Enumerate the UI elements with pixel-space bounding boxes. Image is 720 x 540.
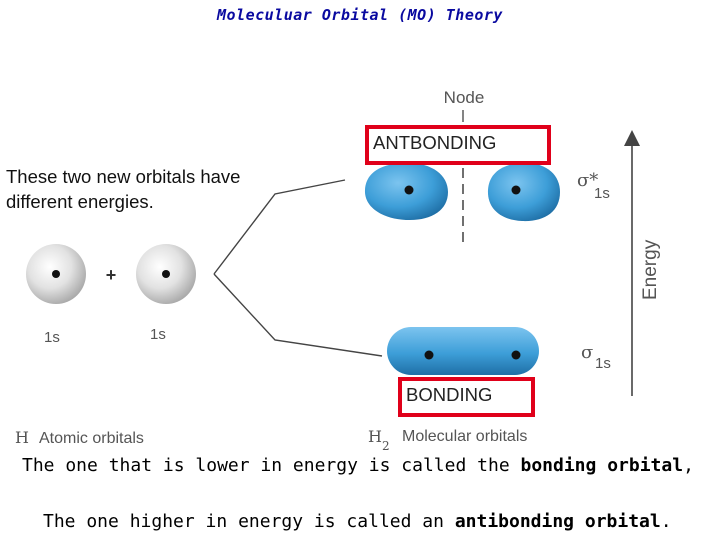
atomic-orbitals-label: Atomic orbitals xyxy=(39,430,144,447)
nucleus-dot xyxy=(404,185,414,195)
sigma-subscript: 1s xyxy=(595,355,611,372)
atomic-prefix: H xyxy=(15,428,29,447)
right-orbital-label: 1s xyxy=(150,326,166,343)
bonding-definition: The one that is lower in energy is calle… xyxy=(22,455,694,476)
nucleus-dot xyxy=(162,270,170,278)
sigma-symbol: σ xyxy=(581,342,593,363)
left-orbital-label: 1s xyxy=(44,329,60,346)
molecular-orbitals-label: Molecular orbitals xyxy=(402,428,527,445)
bonding-definition-text: The one that is lower in energy is calle… xyxy=(22,455,521,476)
bonding-orbital-term: bonding orbital xyxy=(520,455,684,476)
bonding-definition-punct: , xyxy=(683,455,694,476)
nucleus-dot xyxy=(511,350,521,360)
bonding-label: BONDING xyxy=(406,384,493,405)
molecular-prefix-subscript: 2 xyxy=(382,439,390,453)
bonding-label-box: BONDING xyxy=(398,377,535,417)
antibonding-lobe-right xyxy=(487,163,560,222)
antibonding-label-box: ANTBONDING xyxy=(365,125,551,165)
nucleus-dot xyxy=(424,350,434,360)
intro-text: These two new orbitals have different en… xyxy=(6,166,241,212)
page-title: Moleculuar Orbital (MO) Theory xyxy=(217,6,503,24)
antibonding-label: ANTBONDING xyxy=(373,132,497,153)
connector-lower xyxy=(213,273,383,357)
nucleus-dot xyxy=(511,185,521,195)
antibonding-definition: The one higher in energy is called an an… xyxy=(43,511,672,532)
sigma-star-subscript: 1s xyxy=(594,185,610,202)
antibonding-definition-text: The one higher in energy is called an xyxy=(43,511,455,532)
sigma-star-symbol: σ* xyxy=(577,170,598,191)
energy-axis-label: Energy xyxy=(640,239,661,300)
nucleus-dot xyxy=(52,270,60,278)
plus-sign: + xyxy=(106,265,117,285)
antibonding-definition-punct: . xyxy=(660,511,672,532)
antibonding-orbital-term: antibonding orbital xyxy=(454,511,661,532)
bonding-orbital xyxy=(387,327,539,375)
connector-upper xyxy=(213,179,346,275)
molecular-prefix: H xyxy=(368,427,382,446)
node-label: Node xyxy=(444,88,485,107)
